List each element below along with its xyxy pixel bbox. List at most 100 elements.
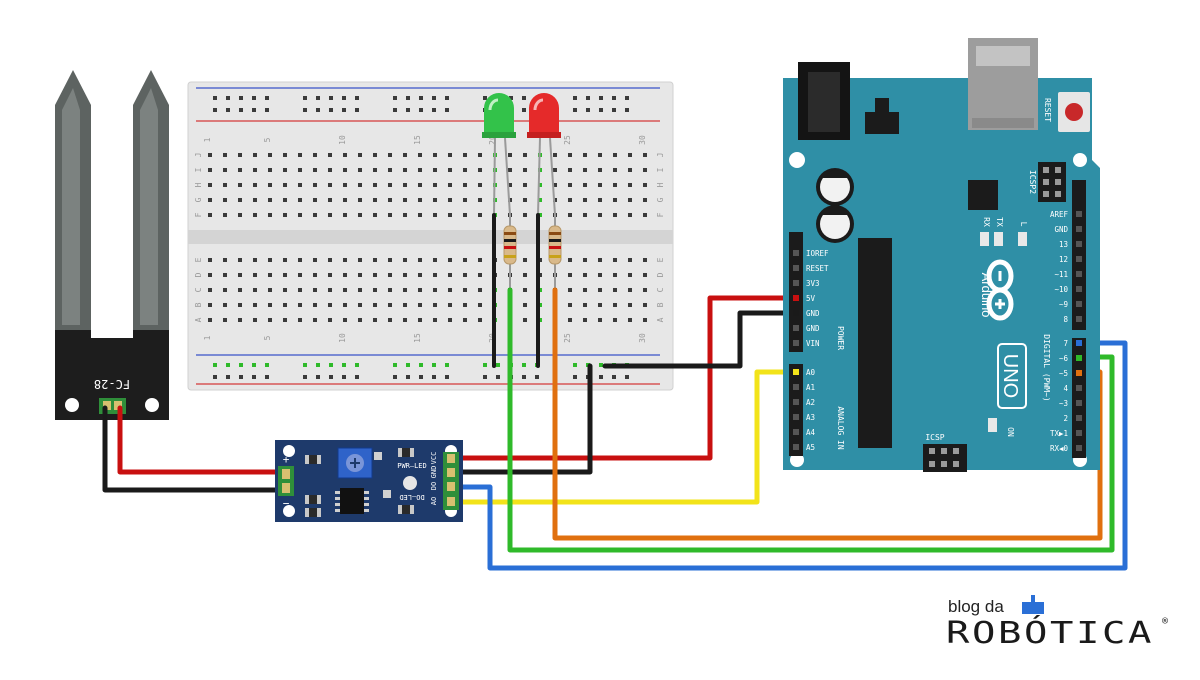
breadboard-hole [613,153,617,157]
breadboard-hole [313,213,317,217]
breadboard-hole [445,108,449,112]
breadboard-hole [303,96,307,100]
header-pin[interactable] [793,280,799,286]
breadboard-row-letter: I [656,167,665,172]
breadboard-hole [373,153,377,157]
header-pin[interactable] [793,340,799,346]
wire-led-green [507,287,1115,553]
reset-button-label[interactable]: RESET [1043,98,1052,122]
header-pin[interactable] [1076,256,1082,262]
breadboard-hole [508,153,512,157]
breadboard-row-letter: A [194,317,203,322]
header-pin[interactable] [1076,301,1082,307]
breadboard-hole [238,318,242,322]
breadboard-hole [523,213,527,217]
header-pin[interactable] [1076,316,1082,322]
header-pin[interactable] [1076,241,1082,247]
header-pin[interactable] [793,384,799,390]
header-pin-label: IOREF [806,249,829,258]
header-pin[interactable] [1076,370,1082,376]
header-pin[interactable] [1076,385,1082,391]
resistor-2 [548,215,562,290]
breadboard-hole [342,108,346,112]
breadboard-hole [328,213,332,217]
breadboard-hole [265,96,269,100]
breadboard-hole [509,96,513,100]
breadboard-hole [238,258,242,262]
breadboard-hole [478,153,482,157]
breadboard-hole [613,183,617,187]
breadboard-hole [523,168,527,172]
header-pin[interactable] [793,414,799,420]
breadboard-hole [418,288,422,292]
breadboard-hole [343,318,347,322]
breadboard-column-number: 5 [263,137,272,142]
header-pin[interactable] [793,265,799,271]
breadboard-hole [598,303,602,307]
breadboard-hole [598,288,602,292]
breadboard-hole [628,153,632,157]
breadboard-hole [316,375,320,379]
header-pin[interactable] [793,325,799,331]
breadboard-hole [568,183,572,187]
breadboard-hole [568,288,572,292]
breadboard-hole [478,258,482,262]
breadboard-hole [328,258,332,262]
breadboard-hole [463,183,467,187]
header-pin-label: RX◀0 [1050,444,1069,453]
header-pin[interactable] [793,429,799,435]
header-pin[interactable] [1076,355,1082,361]
breadboard-hole [388,288,392,292]
header-pin[interactable] [793,250,799,256]
breadboard-row-letter: D [194,272,203,277]
breadboard-hole [223,273,227,277]
breadboard-hole [358,183,362,187]
header-pin[interactable] [1076,400,1082,406]
breadboard-hole [406,363,410,367]
breadboard-hole [268,258,272,262]
breadboard-hole [226,375,230,379]
module-do-led-label: DO—LED [399,493,424,501]
breadboard-hole [238,153,242,157]
header-pin[interactable] [793,444,799,450]
breadboard-column-number: 20 [488,135,497,145]
header-pin[interactable] [1076,286,1082,292]
header-pin[interactable] [1076,430,1082,436]
header-pin[interactable] [1076,340,1082,346]
breadboard-hole [643,183,647,187]
breadboard-hole [343,288,347,292]
breadboard-row-letter: C [194,287,203,292]
header-pin[interactable] [793,369,799,375]
breadboard-hole [478,183,482,187]
breadboard-hole [463,318,467,322]
header-pin[interactable] [1076,226,1082,232]
breadboard-hole [328,183,332,187]
breadboard-hole [298,318,302,322]
breadboard-hole [598,213,602,217]
breadboard-hole [643,303,647,307]
breadboard-hole [238,273,242,277]
breadboard-hole [355,96,359,100]
breadboard-hole [448,303,452,307]
header-pin[interactable] [1076,271,1082,277]
breadboard-hole [226,108,230,112]
breadboard-hole [268,288,272,292]
header-pin-label: 13 [1059,240,1068,249]
header-pin[interactable] [793,399,799,405]
breadboard-hole [298,303,302,307]
rx-label: RX [982,217,991,227]
header-pin[interactable] [1076,445,1082,451]
breadboard-hole [268,213,272,217]
breadboard-hole [523,318,527,322]
breadboard-hole [599,363,603,367]
header-pin[interactable] [1076,211,1082,217]
header-pin[interactable] [1076,415,1082,421]
breadboard-hole [583,213,587,217]
breadboard-hole [598,183,602,187]
breadboard-hole [239,96,243,100]
breadboard-hole [208,258,212,262]
header-pin[interactable] [793,295,799,301]
breadboard-hole [252,96,256,100]
header-pin[interactable] [793,310,799,316]
